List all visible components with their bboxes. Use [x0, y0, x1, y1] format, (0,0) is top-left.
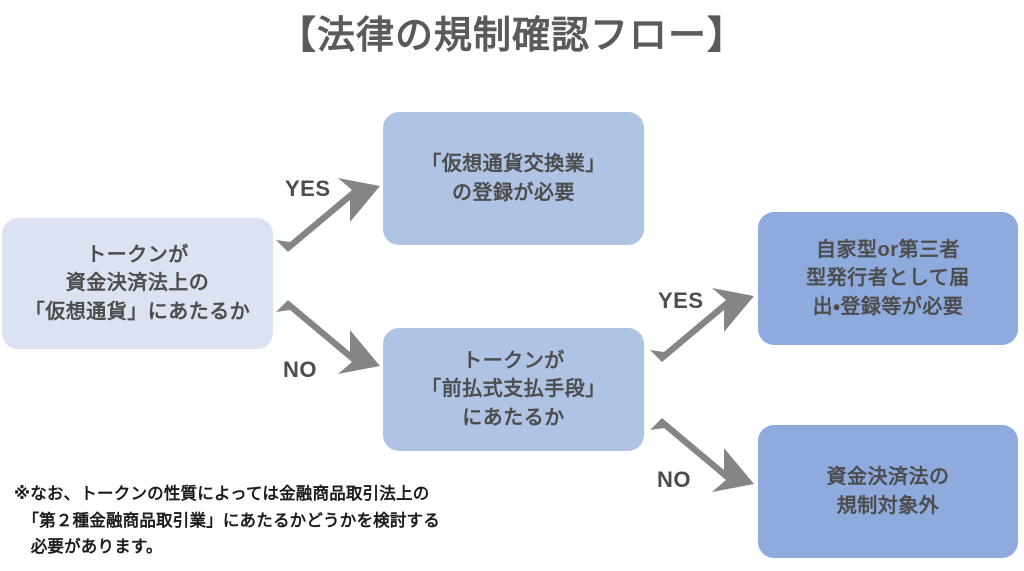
arrow-yes-up-right-icon — [650, 288, 754, 362]
footnote-text: ※なお、トークンの性質によっては金融商品取引法上の 「第２種金融商品取引業」にあ… — [14, 485, 440, 557]
edge-label-yes-top-right: YES — [658, 288, 704, 313]
arrow-yes-up-right-icon — [276, 178, 380, 252]
node-prepaid-instrument-question: トークンが 「前払式支払手段」 にあたるか — [383, 328, 644, 451]
node-exchange-registration-required: 「仮想通貨交換業」 の登録が必要 — [383, 112, 644, 245]
edge-label-no-bottom-left: NO — [283, 357, 317, 382]
edge-label-yes-top-left: YES — [285, 176, 331, 201]
arrow-no-down-right-icon — [650, 418, 754, 492]
arrow-no-down-right-icon — [276, 300, 380, 374]
edge-label-no-bottom-right: NO — [657, 467, 691, 492]
page-title: 【法律の規制確認フロー】 — [277, 15, 746, 57]
node-issuer-notification-required: 自家型or第三者 型発行者として届 出・登録等が必要 — [758, 212, 1018, 345]
node-token-virtual-currency-question: トークンが 資金決済法上の 「仮想通貨」にあたるか — [2, 218, 273, 349]
node-outside-regulation: 資金決済法の 規制対象外 — [758, 425, 1018, 558]
